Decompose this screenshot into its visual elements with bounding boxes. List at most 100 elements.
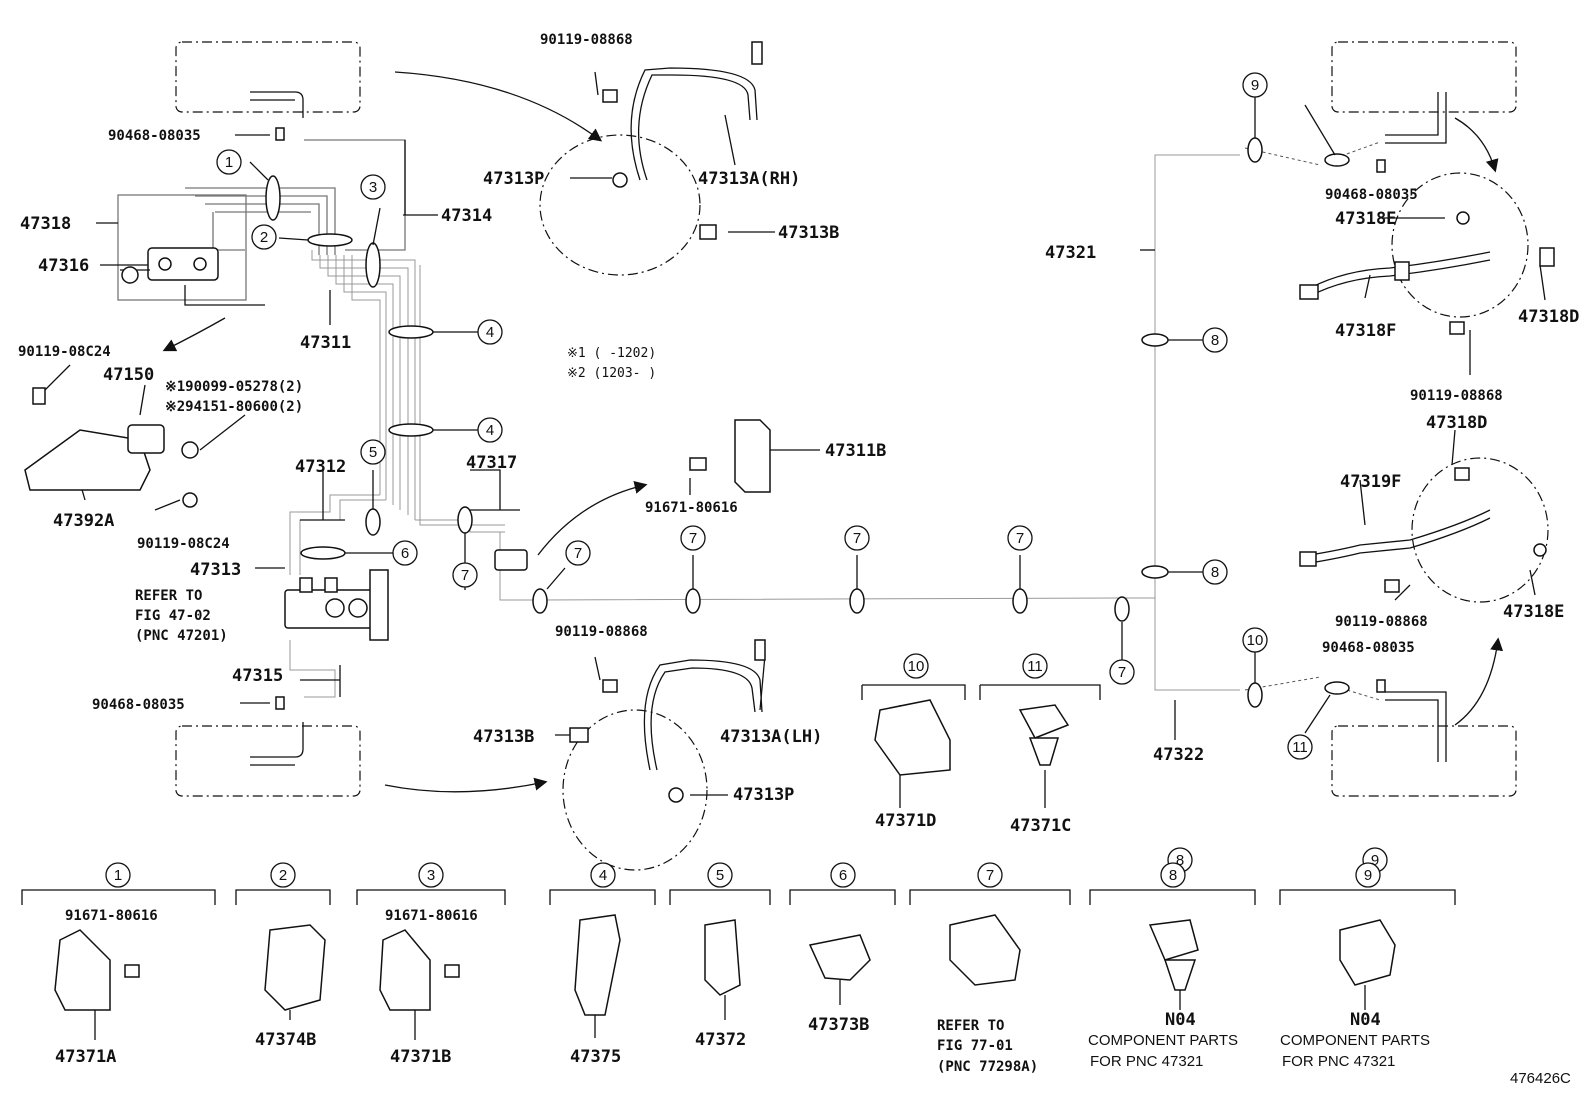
label-47313A-RH: 47313A(RH) [698, 169, 800, 189]
clip-br [1376, 679, 1386, 693]
svg-text:9: 9 [1364, 867, 1372, 884]
bottom-row-parts [21, 889, 1456, 1040]
svg-text:3: 3 [369, 179, 377, 196]
svg-text:8: 8 [1169, 867, 1177, 884]
note-1: ※1 ( -1202) [567, 346, 656, 361]
bottom-part-8-line2: COMPONENT PARTS [1088, 1032, 1238, 1049]
bottom-bolt-1: 91671-80616 [65, 908, 158, 924]
arrow-to-front-rh [394, 71, 603, 142]
bottom-part-8-line3: FOR PNC 47321 [1090, 1053, 1203, 1070]
rear-hose-upper [1299, 172, 1555, 335]
hose-stub-bl [250, 722, 304, 766]
svg-text:8: 8 [1211, 564, 1219, 581]
svg-text:7: 7 [853, 530, 861, 547]
bottom-part-2: 47374B [255, 1030, 316, 1050]
label-90468-08035-br: 90468-08035 [1322, 640, 1415, 656]
label-90119-08C24-b: 90119-08C24 [137, 536, 230, 552]
label-90119-08C24-a: 90119-08C24 [18, 344, 111, 360]
bottom-callout-6: 6 [830, 862, 856, 888]
arrow-to-rear-bottom [1454, 637, 1504, 726]
bottom-callout-8: 8 [1160, 862, 1186, 888]
refer-47201-line1: REFER TO [135, 588, 202, 604]
bottom-part-7-line2: FIG 77-01 [937, 1038, 1013, 1054]
svg-text:7: 7 [461, 567, 469, 584]
label-47371D: 47371D [875, 811, 936, 831]
callout-4: 4 [477, 417, 503, 443]
hose-stub-tl [250, 91, 304, 118]
label-47319F: 47319F [1340, 472, 1401, 492]
clip-tl [275, 127, 285, 141]
label-47371C: 47371C [1010, 816, 1071, 836]
bottom-part-6: 47373B [808, 1015, 869, 1035]
note-2: ※2 (1203- ) [567, 366, 656, 381]
ref-box-rear-right-top [1331, 41, 1517, 113]
svg-text:11: 11 [1027, 658, 1043, 675]
callout-2: 2 [251, 224, 277, 250]
label-91671-80616-mid: 91671-80616 [645, 500, 738, 516]
label-47318E-bot: 47318E [1503, 602, 1564, 622]
svg-text:6: 6 [401, 545, 409, 562]
label-47313P-top: 47313P [483, 169, 544, 189]
svg-text:3: 3 [427, 867, 435, 884]
label-47318F: 47318F [1335, 321, 1396, 341]
figure-id: 476426C [1510, 1070, 1571, 1087]
svg-text:7: 7 [1118, 664, 1126, 681]
label-190099: ※190099-05278(2) [165, 379, 303, 395]
bottom-callout-2: 2 [270, 862, 296, 888]
label-47318D-a: 47318D [1518, 307, 1579, 327]
label-47318E-top: 47318E [1335, 209, 1396, 229]
arrow-to-front-lh [384, 777, 548, 793]
clip-bl [275, 696, 285, 710]
clip-47371C [979, 684, 1101, 766]
label-47315: 47315 [232, 666, 283, 686]
callout-7: 7 [844, 525, 870, 551]
svg-text:5: 5 [716, 867, 724, 884]
callout-9: 9 [1242, 72, 1268, 98]
svg-text:4: 4 [599, 867, 607, 884]
front-hose-lh [562, 639, 766, 871]
label-90468-08035-tl: 90468-08035 [108, 128, 201, 144]
label-47321: 47321 [1045, 243, 1096, 263]
ref-box-front-left-bottom [175, 725, 361, 797]
clip-47371D [861, 684, 966, 776]
bottom-part-9-line2: COMPONENT PARTS [1280, 1032, 1430, 1049]
label-47322: 47322 [1153, 745, 1204, 765]
bottom-part-5: 47372 [695, 1030, 746, 1050]
label-294151: ※294151-80600(2) [165, 399, 303, 415]
label-90119-08868-mid: 90119-08868 [555, 624, 648, 640]
bottom-part-9-line3: FOR PNC 47321 [1282, 1053, 1395, 1070]
arrow-to-rear-top [1454, 117, 1499, 173]
label-47311B: 47311B [825, 441, 886, 461]
bottom-part-9: N04 [1350, 1010, 1381, 1030]
callout-1: 1 [216, 149, 242, 175]
callout-10: 10 [1242, 627, 1268, 653]
callout-10: 10 [903, 653, 929, 679]
label-47317: 47317 [466, 453, 517, 473]
callout-7: 7 [1007, 525, 1033, 551]
label-90468-08035-tr: 90468-08035 [1325, 187, 1418, 203]
ref-box-rear-right-bottom [1331, 725, 1517, 797]
svg-text:10: 10 [908, 658, 925, 675]
bracket-47311B [689, 419, 771, 493]
bottom-callout-1: 1 [105, 862, 131, 888]
svg-text:8: 8 [1176, 852, 1184, 869]
svg-text:7: 7 [689, 530, 697, 547]
bottom-callout-9: 9 [1355, 862, 1381, 888]
callout-7: 7 [680, 525, 706, 551]
label-47313B-top: 47313B [778, 223, 839, 243]
bottom-part-4: 47375 [570, 1047, 621, 1067]
bottom-bolt-3: 91671-80616 [385, 908, 478, 924]
label-90119-08868-top: 90119-08868 [540, 32, 633, 48]
svg-text:4: 4 [486, 422, 494, 439]
label-47318D-b: 47318D [1426, 413, 1487, 433]
svg-text:10: 10 [1247, 632, 1264, 649]
label-47392A: 47392A [53, 511, 114, 531]
callout-4: 4 [477, 319, 503, 345]
label-90468-08035-bl: 90468-08035 [92, 697, 185, 713]
bottom-part-7-line1: REFER TO [937, 1018, 1004, 1034]
bottom-callout-3: 3 [418, 862, 444, 888]
svg-text:7: 7 [1016, 530, 1024, 547]
callout-7: 7 [565, 540, 591, 566]
label-47316: 47316 [38, 256, 89, 276]
